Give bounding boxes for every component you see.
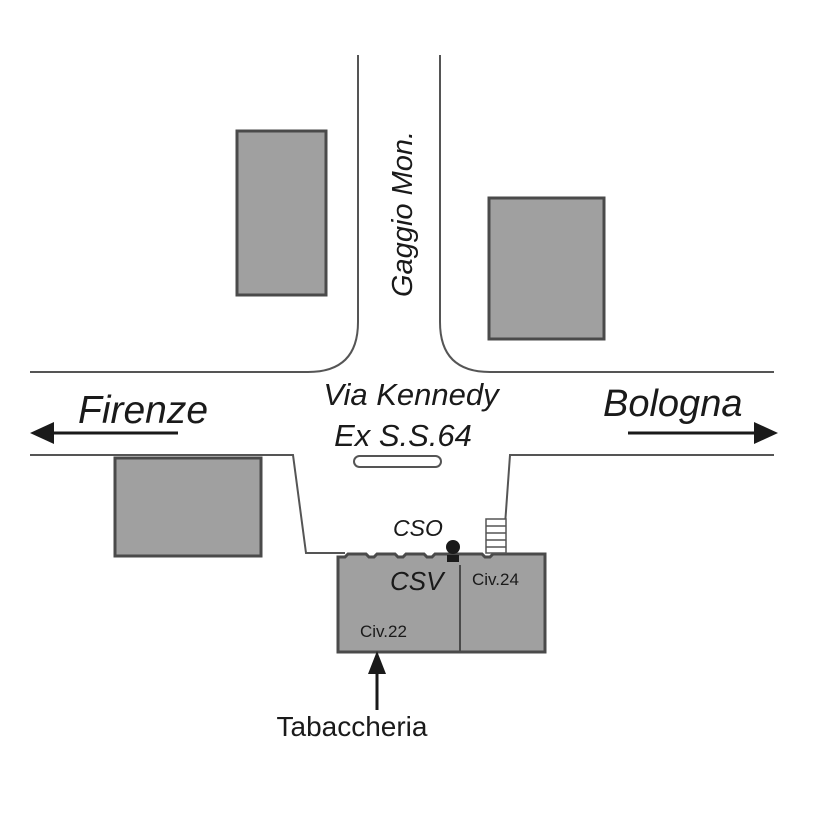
crosswalk-marker xyxy=(485,518,507,554)
building-southwest xyxy=(113,456,263,558)
building-northwest xyxy=(235,129,328,297)
target-building xyxy=(336,552,547,654)
csv-marker-icon xyxy=(447,555,459,562)
road-edge-north-west xyxy=(30,55,359,373)
arrow-firenze-icon xyxy=(30,422,178,444)
road-edge-south-west xyxy=(30,454,345,554)
road-edge-north-east xyxy=(439,55,774,373)
traffic-island xyxy=(353,455,442,468)
cso-marker-icon xyxy=(446,540,460,554)
street-alt-label: Ex S.S.64 xyxy=(334,418,472,453)
arrow-tabaccheria-icon xyxy=(368,651,386,710)
arrow-bologna-icon xyxy=(628,422,778,444)
cso-label: CSO xyxy=(393,515,443,541)
street-name-label: Via Kennedy xyxy=(323,377,501,412)
civic-24-label: Civ.24 xyxy=(472,570,519,589)
building-northeast xyxy=(487,196,606,341)
north-road-label: Gaggio Mon. xyxy=(387,131,419,297)
landmark-label: Tabaccheria xyxy=(277,711,428,742)
csv-label: CSV xyxy=(390,566,446,596)
east-direction-label: Bologna xyxy=(603,383,742,425)
west-direction-label: Firenze xyxy=(78,389,208,432)
civic-22-label: Civ.22 xyxy=(360,622,407,641)
road-edge-south-east xyxy=(502,454,774,554)
